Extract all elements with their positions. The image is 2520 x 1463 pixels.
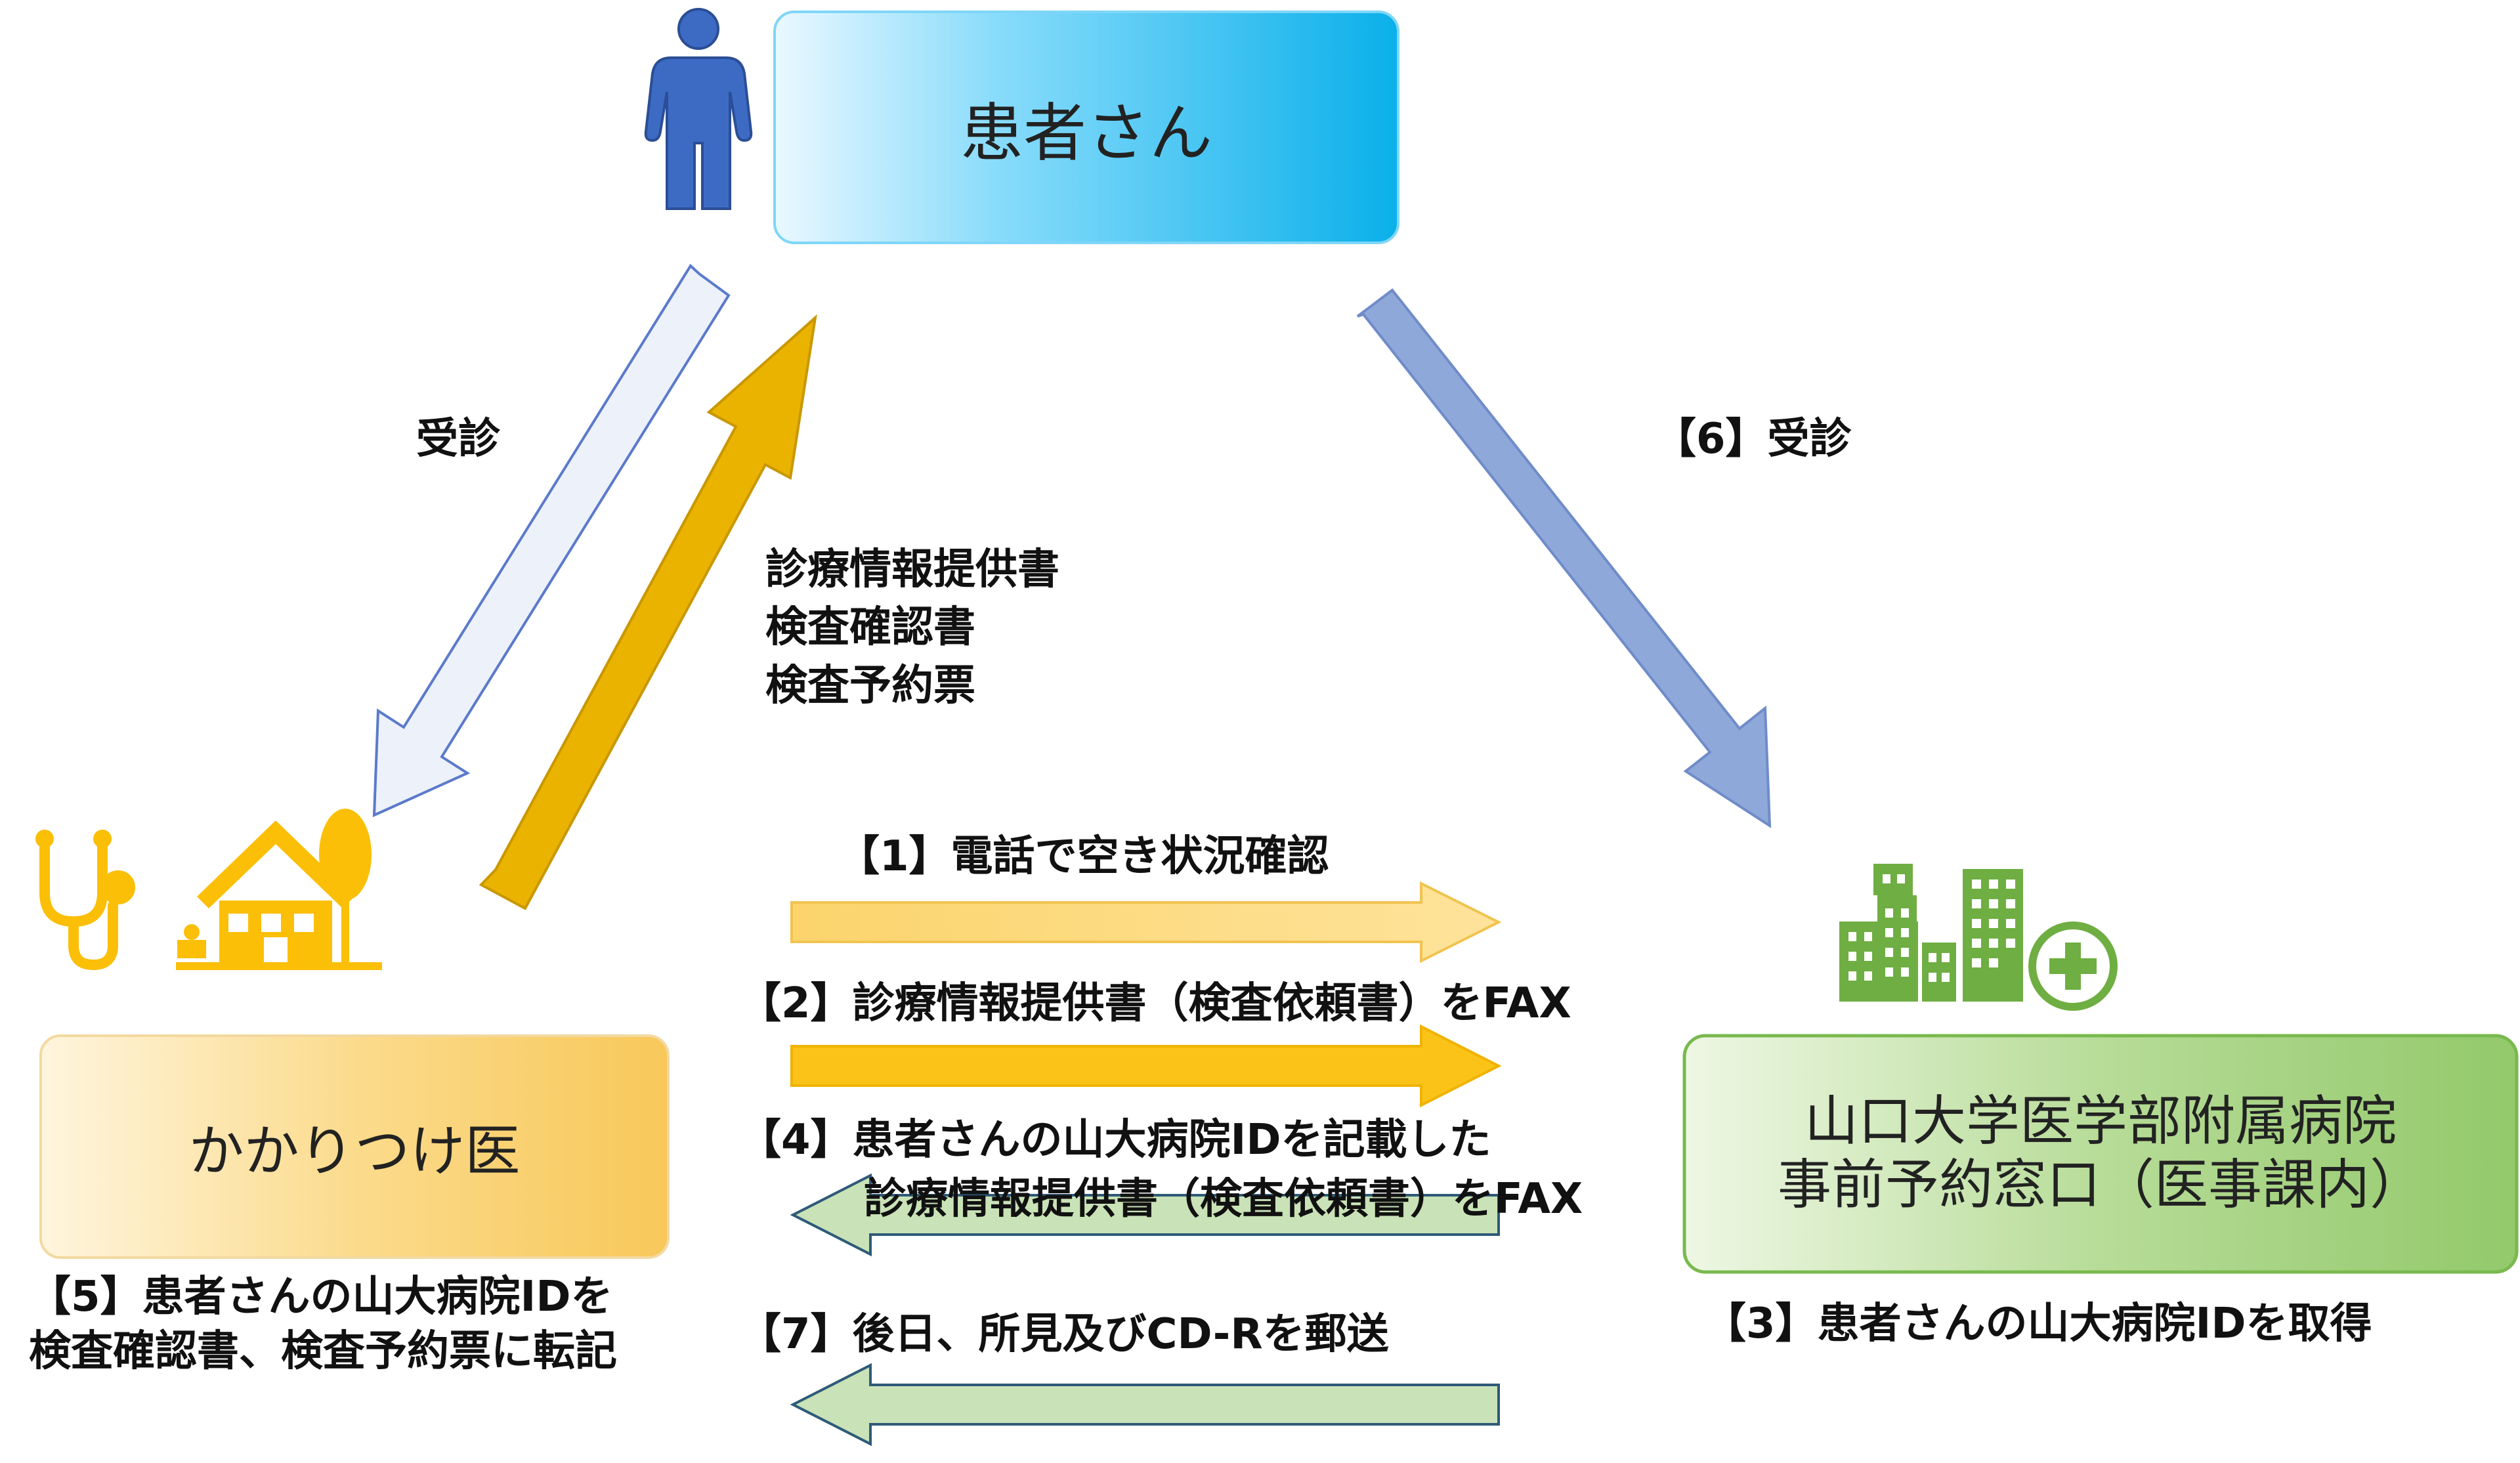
patient-label: 患者さん [775, 12, 1398, 243]
label-visit-hospital: 【6】受診 [1654, 415, 1852, 463]
document-item: 検査予約票 [765, 661, 975, 710]
note-step3: 【3】患者さんの山大病院IDを取得 [1704, 1300, 2372, 1348]
label-step4-line2: 診療情報提供書（検査依頼書）をFAX [864, 1175, 1583, 1223]
arrow-step2-fax [790, 1024, 1502, 1108]
person-icon [644, 8, 753, 210]
label-documents: 診療情報提供書 検査確認書 検査予約票 [765, 541, 1059, 715]
clinic-house-icon [176, 809, 382, 970]
arrow-visit-hospital [1356, 288, 1772, 828]
family-doctor-label: かかりつけ医 [41, 1036, 668, 1258]
patient-label-text: 患者さん [960, 96, 1212, 170]
arrow-step4-fax [790, 1173, 1500, 1257]
hospital-label-line1: 山口大学医学部附属病院 [1804, 1090, 2397, 1153]
label-step4-line1: 【4】患者さんの山大病院IDを記載した [739, 1116, 1491, 1164]
label-step2: 【2】診療情報提供書（検査依頼書）をFAX [739, 979, 1571, 1028]
arrow-visit-family-doctor [372, 263, 731, 818]
family-doctor-box [39, 1034, 670, 1259]
hospital-label: 山口大学医学部附属病院 事前予約窓口（医事課内） [1684, 1036, 2517, 1272]
document-item: 検査確認書 [765, 603, 975, 652]
arrow-step7-mail [790, 1363, 1500, 1447]
hospital-building-icon [1839, 864, 2118, 1011]
stethoscope-icon [35, 830, 135, 971]
hospital-label-line2: 事前予約窓口（医事課内） [1777, 1154, 2424, 1216]
patient-box [773, 11, 1399, 244]
note-step5-line2: 検査確認書、検査予約票に転記 [29, 1327, 617, 1376]
arrow-step1-phone [790, 881, 1502, 964]
family-doctor-label-text: かかりつけ医 [188, 1118, 521, 1183]
label-step1: 【1】電話で空き状況確認 [838, 832, 1329, 881]
label-visit-family-doctor: 受診 [416, 415, 500, 463]
hospital-box [1682, 1034, 2519, 1274]
note-step5-line1: 【5】患者さんの山大病院IDを [29, 1273, 613, 1321]
document-item: 診療情報提供書 [765, 545, 1059, 594]
arrow-documents-to-patient [479, 314, 817, 910]
label-step7: 【7】後日、所見及びCD-Rを郵送 [739, 1310, 1389, 1359]
note-step5: 【5】患者さんの山大病院IDを 検査確認書、検査予約票に転記 [29, 1270, 617, 1379]
